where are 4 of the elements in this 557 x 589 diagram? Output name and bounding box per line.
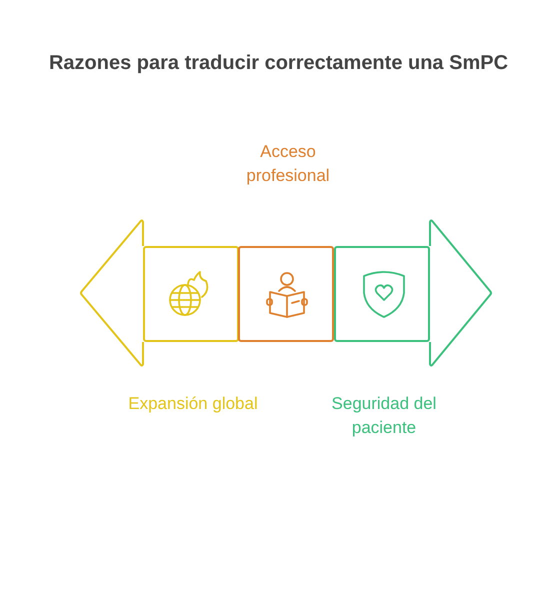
reason-label: Expansión global (128, 393, 258, 415)
reason-label: Acceso profesional (245, 141, 331, 187)
reason-label: Seguridad del paciente (330, 393, 438, 439)
title: Razones para traducir correctamente una SmPC (48, 51, 510, 76)
